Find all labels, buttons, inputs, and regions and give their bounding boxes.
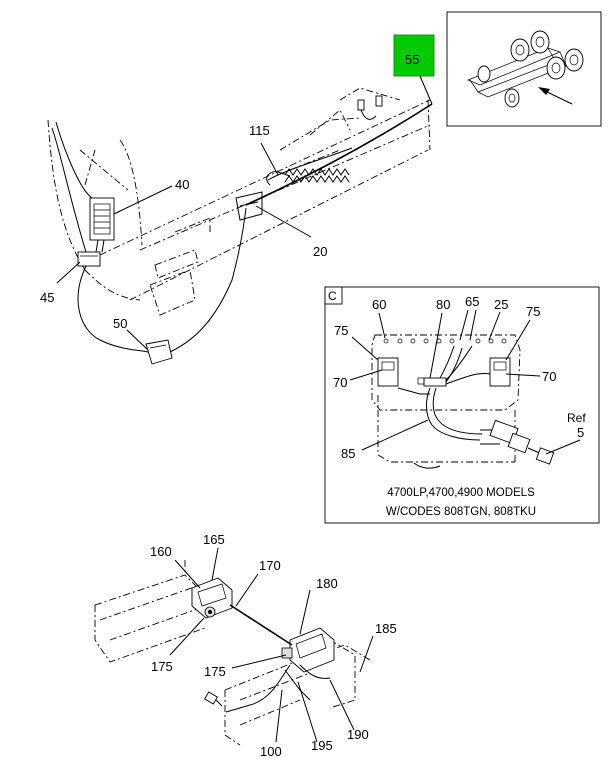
callout-55: 55 (405, 52, 419, 67)
bracket-20 (235, 191, 263, 221)
callout-185: 185 (375, 621, 397, 636)
callout-40: 40 (175, 177, 189, 192)
callout-45: 45 (40, 290, 54, 305)
detail-callout-75-right: 75 (526, 304, 540, 319)
lower-frame-rails (94, 560, 371, 746)
callout-50: 50 (113, 316, 127, 331)
callout-165: 165 (203, 532, 225, 547)
detail-callout-80: 80 (436, 297, 450, 312)
callout-100: 100 (260, 744, 282, 759)
module-40 (89, 197, 115, 241)
detail-c-tag: C (328, 289, 337, 303)
callout-195: 195 (311, 738, 333, 753)
detail-caption-codes: W/CODES 808TGN, 808TKU (386, 506, 536, 518)
detail-callout-70-right: 70 (542, 369, 556, 384)
detail-ref-number: 5 (577, 425, 584, 440)
lower-leader-lines (169, 547, 374, 743)
detail-callout-75-left: 75 (334, 323, 348, 338)
relay-left (377, 357, 399, 387)
detail-ref-label: Ref (567, 411, 586, 425)
truck-chassis-icon (467, 30, 584, 108)
locator-arrow (538, 87, 573, 105)
mounting-holes (383, 338, 507, 344)
vehicle-locator-inset (446, 11, 602, 127)
detail-callout-85: 85 (341, 446, 355, 461)
callout-20: 20 (313, 244, 327, 259)
lower-connector-165 (191, 577, 233, 619)
upper-leader-lines (56, 142, 312, 351)
lower-wiring (204, 604, 311, 713)
detail-c-plug-harness (480, 419, 555, 465)
callout-180: 180 (316, 576, 338, 591)
lower-connector-180 (281, 627, 335, 679)
detail-callout-70-left: 70 (333, 375, 347, 390)
connector-50 (145, 339, 173, 365)
detail-caption-models: 4700LP,4700,4900 MODELS (387, 487, 535, 499)
callout-170: 170 (259, 558, 281, 573)
detail-callout-60: 60 (372, 297, 386, 312)
callout-175-right: 175 (204, 664, 226, 679)
callout-160: 160 (150, 544, 172, 559)
detail-callout-25: 25 (494, 297, 508, 312)
detail-c-panel: C (324, 286, 600, 524)
callout-55-highlight (393, 34, 435, 105)
callout-190: 190 (347, 727, 369, 742)
relay-right (489, 357, 511, 387)
upper-frame-rail (47, 87, 431, 316)
main-harness-wire (245, 95, 433, 206)
callout-175-left: 175 (151, 659, 173, 674)
callout-115: 115 (249, 123, 270, 138)
harness-branch-wires (51, 121, 247, 353)
connector-45 (77, 251, 101, 267)
detail-callout-65: 65 (465, 294, 479, 309)
